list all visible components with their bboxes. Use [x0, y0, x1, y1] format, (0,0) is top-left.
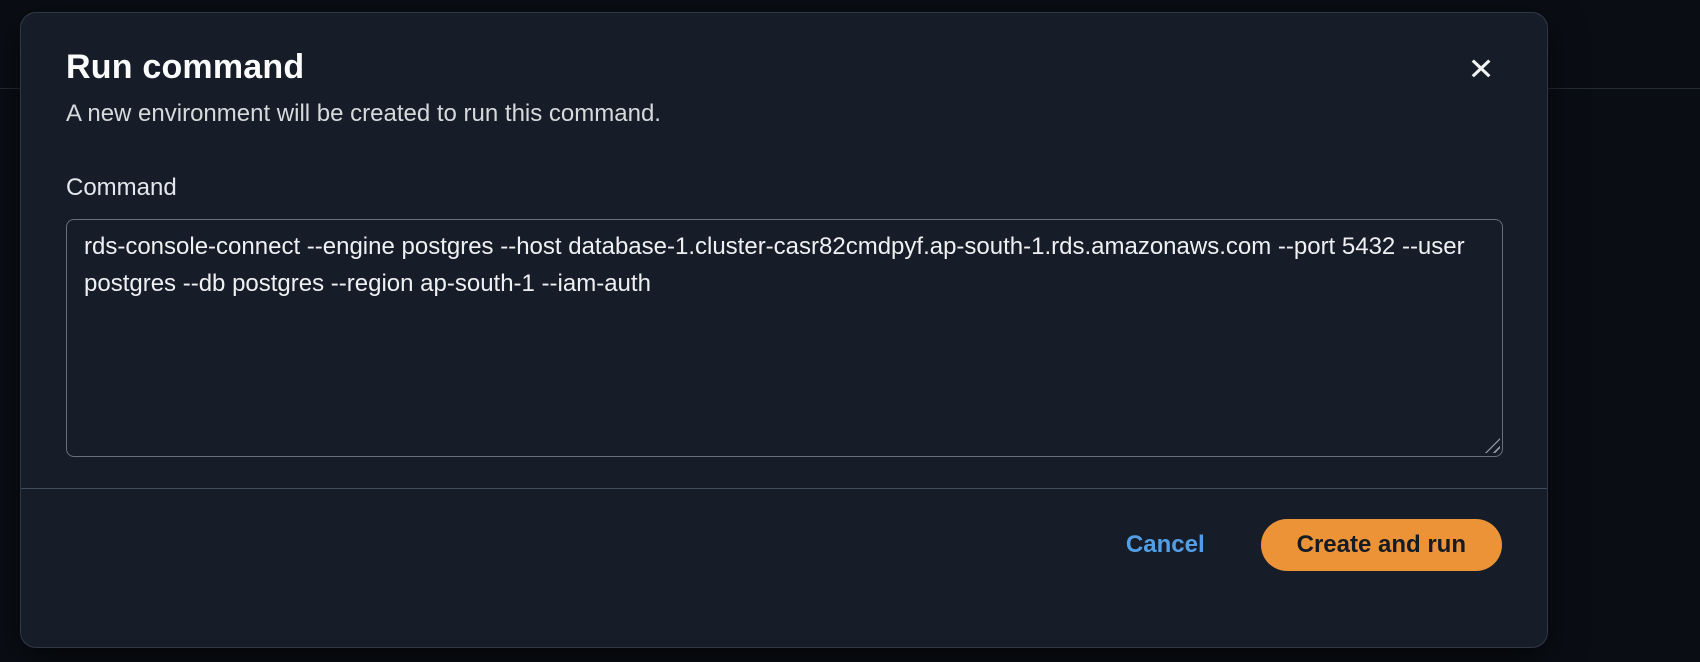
close-button[interactable]: ✕ — [1461, 49, 1501, 89]
create-and-run-button[interactable]: Create and run — [1260, 519, 1502, 571]
modal-subtitle: A new environment will be created to run… — [66, 100, 661, 127]
modal-footer: Cancel Create and run — [21, 488, 1547, 647]
command-textarea[interactable]: rds-console-connect --engine postgres --… — [66, 219, 1503, 457]
command-textarea-wrap: rds-console-connect --engine postgres --… — [66, 219, 1503, 457]
cancel-button[interactable]: Cancel — [1125, 531, 1205, 558]
run-command-modal: Run command ✕ A new environment will be … — [20, 12, 1548, 648]
command-label: Command — [66, 174, 177, 201]
modal-body: Command rds-console-connect --engine pos… — [21, 129, 1547, 488]
modal-title: Run command — [66, 48, 305, 86]
modal-header: Run command ✕ A new environment will be … — [21, 13, 1547, 129]
close-icon: ✕ — [1467, 51, 1495, 87]
